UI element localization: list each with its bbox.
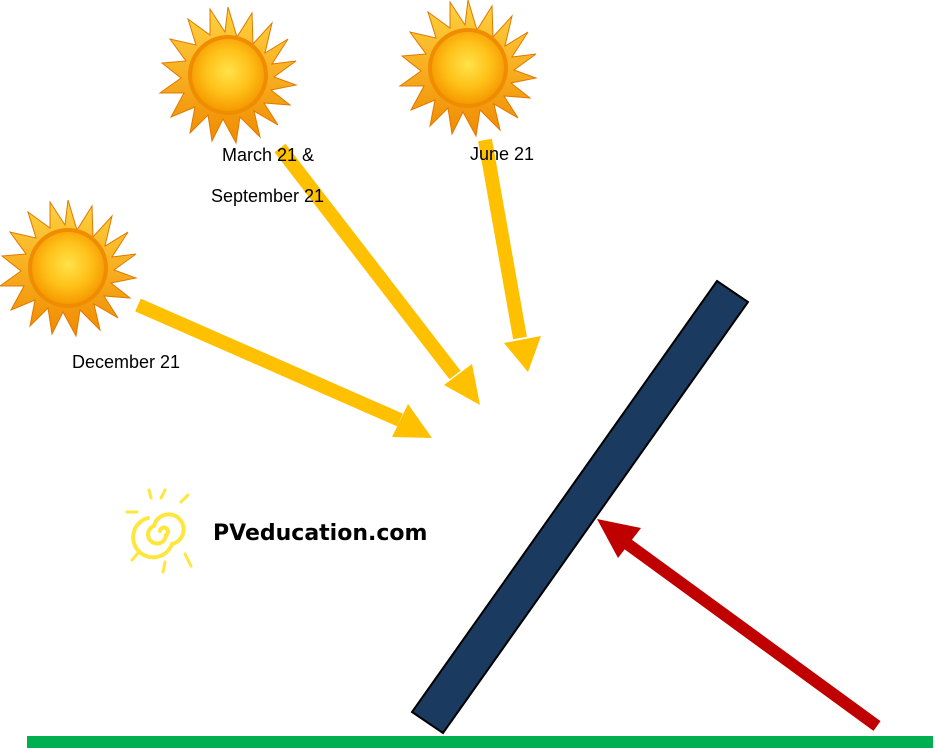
- panel-normal-arrow: [597, 519, 881, 731]
- sun-icon: [0, 199, 137, 337]
- sunray-arrow-december: [135, 298, 432, 438]
- spiral-sun-logo-icon: [125, 488, 193, 574]
- label-june: June 21: [470, 144, 534, 164]
- sun-icon: [399, 0, 537, 137]
- brand-name: PVeducation.com: [213, 521, 427, 546]
- label-equinox-line1: March 21 &: [222, 145, 314, 165]
- sun-icon: [159, 6, 297, 144]
- label-december: December 21: [72, 352, 180, 372]
- label-equinox-line2: September 21: [211, 186, 324, 206]
- ground-line: [27, 736, 933, 748]
- solar-panel: [410, 279, 750, 735]
- sunray-arrow-equinox: [274, 143, 480, 405]
- sunray-arrow-june: [478, 138, 541, 372]
